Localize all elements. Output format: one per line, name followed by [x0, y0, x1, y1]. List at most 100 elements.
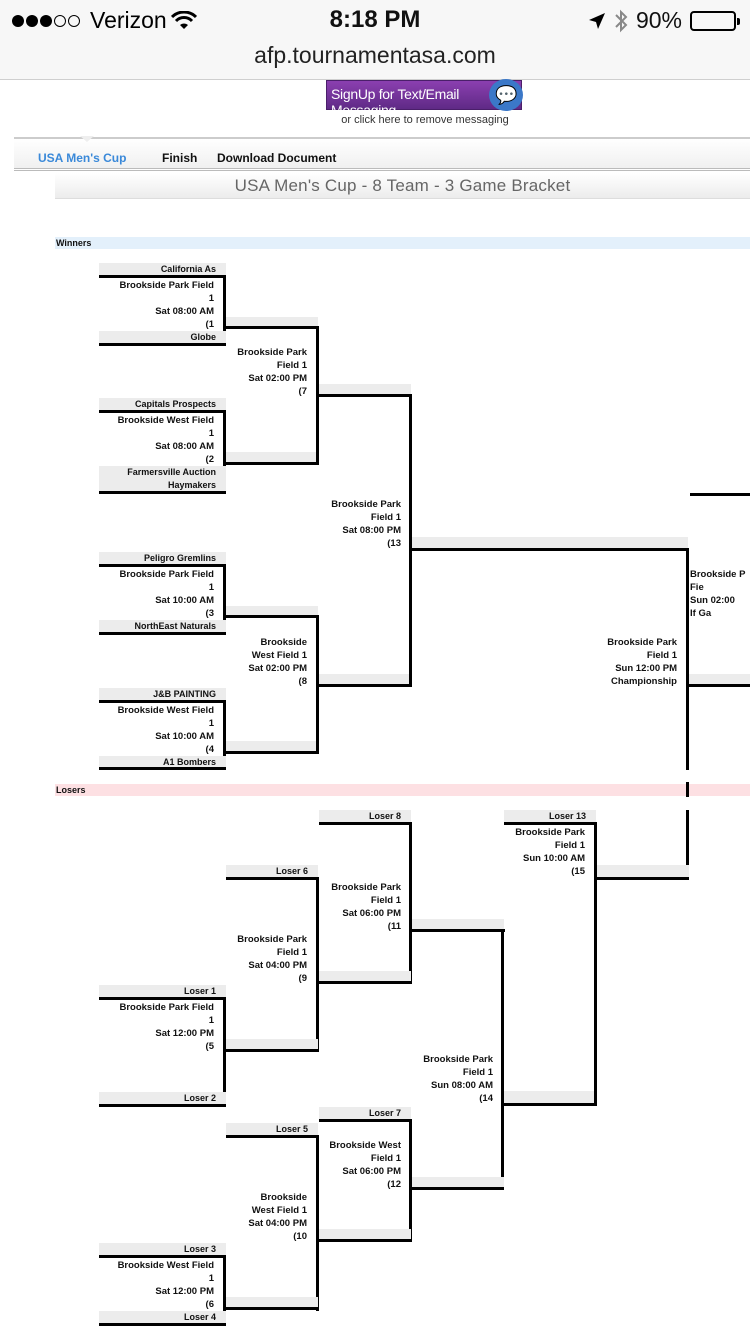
loser-slot: Loser 6 — [226, 865, 318, 878]
bracket-line — [99, 700, 226, 703]
loser-slot: Loser 2 — [99, 1092, 226, 1105]
slot-shade — [412, 1177, 504, 1189]
game-info: Brookside West Field 1 Sat 04:00 PM (10 — [248, 1192, 307, 1242]
losers-label: Losers — [56, 785, 86, 795]
losers-band: Losers — [55, 784, 750, 796]
address-bar[interactable]: afp.tournamentasa.com — [0, 40, 750, 80]
url-text: afp.tournamentasa.com — [254, 42, 496, 68]
slot-shade — [689, 674, 750, 686]
bracket-line — [316, 684, 412, 687]
game-info: Brookside P Fie Sun 02:00 If Ga — [690, 569, 746, 619]
slot-shade — [597, 865, 689, 877]
team-slot: Globe — [99, 331, 226, 344]
slot-shade — [226, 452, 318, 464]
game-info: Brookside West Field 1 Sat 06:00 PM (12 — [329, 1140, 401, 1190]
slot-shade — [319, 674, 411, 686]
signup-messaging-button[interactable]: SignUp for Text/Email Messaging 💬 — [326, 79, 523, 118]
slot-shade — [412, 919, 504, 931]
bracket-line — [99, 564, 226, 567]
carrier-label: Verizon — [90, 7, 167, 33]
bracket-line — [409, 394, 412, 687]
bracket-line — [223, 275, 226, 345]
clock: 8:18 PM — [329, 6, 421, 33]
bracket-line — [223, 1255, 226, 1325]
bracket-line — [223, 1307, 319, 1310]
game-info: Brookside Park Field 1 Sat 04:00 PM (9 — [237, 934, 307, 984]
team-slot: J&B PAINTING — [99, 688, 226, 701]
bracket-line — [99, 997, 226, 1000]
team-slot: A1 Bombers — [99, 756, 226, 769]
active-tab-indicator — [80, 136, 94, 142]
bracket-line — [316, 981, 412, 984]
location-arrow-icon — [588, 12, 605, 29]
game-info: Brookside West Field 1 Sat 10:00 AM (4 — [117, 705, 214, 755]
team-slot: Capitals Prospects — [99, 398, 226, 411]
slot-shade — [319, 971, 411, 983]
bracket-line — [223, 751, 319, 754]
bracket-line — [504, 822, 596, 825]
slot-shade — [504, 1091, 596, 1103]
bracket-line — [501, 929, 504, 1189]
slot-shade — [226, 741, 318, 753]
game-info: Brookside Park Field 1 Sat 12:00 PM (5 — [119, 1002, 214, 1052]
game-info: Brookside Park Field 1 Sat 06:00 PM (11 — [331, 882, 401, 932]
slot-shade — [412, 537, 688, 549]
bracket-line — [686, 548, 689, 770]
loser-slot: Loser 1 — [99, 985, 226, 998]
bracket-line — [99, 1255, 226, 1258]
bracket-line — [223, 326, 319, 329]
bracket-line — [223, 462, 319, 465]
bracket-line — [319, 822, 411, 825]
battery-percent: 90% — [635, 7, 682, 33]
tournament-nav: USA Men's Cup Finish Download Document — [14, 137, 750, 171]
carrier-group: Verizon — [12, 7, 197, 34]
slot-shade — [226, 1297, 318, 1309]
bracket-line — [409, 1119, 412, 1241]
bracket-line — [223, 410, 226, 493]
bracket-line — [99, 632, 226, 635]
bracket-line — [686, 782, 689, 797]
loser-slot: Loser 4 — [99, 1311, 226, 1324]
loser-slot: Loser 7 — [319, 1107, 411, 1120]
loser-slot: Loser 5 — [226, 1123, 318, 1136]
game-info: Brookside Park Field 1 Sat 10:00 AM (3 — [119, 569, 214, 619]
bracket-line — [99, 1323, 226, 1326]
bracket-line — [316, 1135, 319, 1311]
loser-slot: Loser 3 — [99, 1243, 226, 1256]
signup-label: SignUp for Text/Email Messaging — [331, 86, 460, 118]
game-info: Brookside Park Field 1 Sun 12:00 PM Cham… — [607, 637, 677, 687]
bracket-line — [226, 1135, 318, 1138]
bracket-line — [690, 493, 750, 496]
tab-finish[interactable]: Finish — [162, 151, 198, 165]
bracket-title: USA Men's Cup - 8 Team - 3 Game Bracket — [55, 173, 750, 199]
slot-shade — [226, 1039, 318, 1051]
bracket-line — [99, 343, 226, 346]
game-info: Brookside West Field 1 Sat 02:00 PM (8 — [248, 637, 307, 687]
status-right: 90% — [588, 7, 740, 34]
game-info: Brookside West Field 1 Sat 12:00 PM (6 — [117, 1260, 214, 1310]
signal-strength-icon — [12, 14, 80, 27]
bracket-line — [223, 615, 319, 618]
bracket-line — [316, 1239, 412, 1242]
battery-icon — [690, 10, 740, 31]
team-slot: NorthEast Naturals — [99, 620, 226, 633]
bracket-line — [99, 491, 226, 494]
game-info: Brookside Park Field 1 Sat 02:00 PM (7 — [237, 347, 307, 397]
loser-slot: Loser 8 — [319, 810, 411, 823]
slot-shade — [319, 1229, 411, 1241]
bracket-line — [686, 684, 750, 687]
team-slot: Peligro Gremlins — [99, 552, 226, 565]
remove-messaging-link[interactable]: or click here to remove messaging — [341, 114, 509, 126]
bracket-line — [409, 929, 505, 932]
bracket-line — [409, 548, 689, 551]
bracket-line — [316, 394, 412, 397]
bracket-line — [99, 410, 226, 413]
tab-usa-mens-cup[interactable]: USA Men's Cup — [38, 151, 127, 165]
game-info: Brookside Park Field 1 Sun 10:00 AM (15 — [515, 827, 585, 877]
bracket-line — [316, 877, 319, 1050]
tab-download-document[interactable]: Download Document — [217, 151, 337, 165]
bracket-line — [223, 1049, 319, 1052]
wifi-icon — [170, 10, 197, 29]
slot-shade — [319, 384, 411, 396]
team-slot: Farmersville Auction Haymakers — [99, 466, 226, 492]
